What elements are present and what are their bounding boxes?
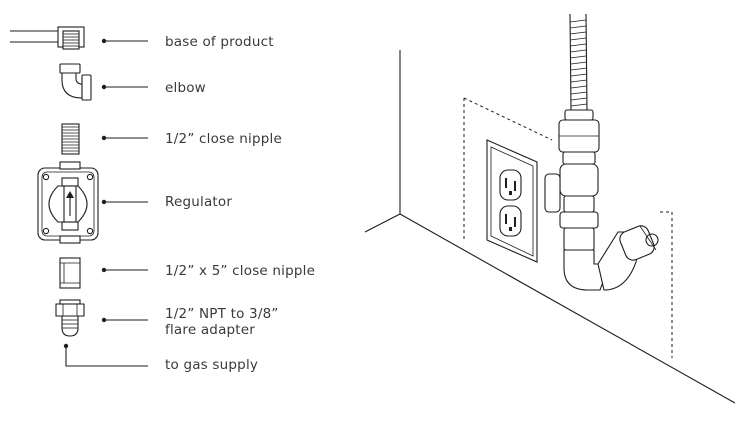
wall-outlet <box>486 139 538 263</box>
leader-base <box>101 38 148 44</box>
label-close-nipple: 1/2” close nipple <box>165 131 282 147</box>
leader-elbow <box>101 84 148 90</box>
leader-regulator <box>101 199 148 205</box>
leader-close-nipple <box>101 135 148 141</box>
label-regulator: Regulator <box>165 194 233 210</box>
flare-adapter-part <box>55 299 85 337</box>
leader-close-nipple-5 <box>101 267 148 273</box>
label-close-nipple-5: 1/2” x 5” close nipple <box>165 263 316 279</box>
label-elbow: elbow <box>165 80 206 96</box>
appliance-outline <box>463 97 673 358</box>
label-gas-supply: to gas supply <box>165 357 259 373</box>
elbow-part <box>59 63 92 101</box>
label-base-of-product: base of product <box>165 34 274 50</box>
leader-flare-adapter <box>101 317 148 323</box>
label-adapter-line2: flare adapter <box>165 322 256 338</box>
wall-corner <box>364 50 736 404</box>
label-adapter-line1: 1/2” NPT to 3/8” <box>165 306 279 322</box>
gas-hose <box>569 13 588 111</box>
leader-gas-supply <box>63 343 148 367</box>
installed-fittings <box>544 109 659 291</box>
close-nipple-5-part <box>59 257 81 289</box>
regulator-part <box>37 161 99 244</box>
close-nipple-part <box>61 123 80 155</box>
base-of-product-part <box>10 26 85 50</box>
